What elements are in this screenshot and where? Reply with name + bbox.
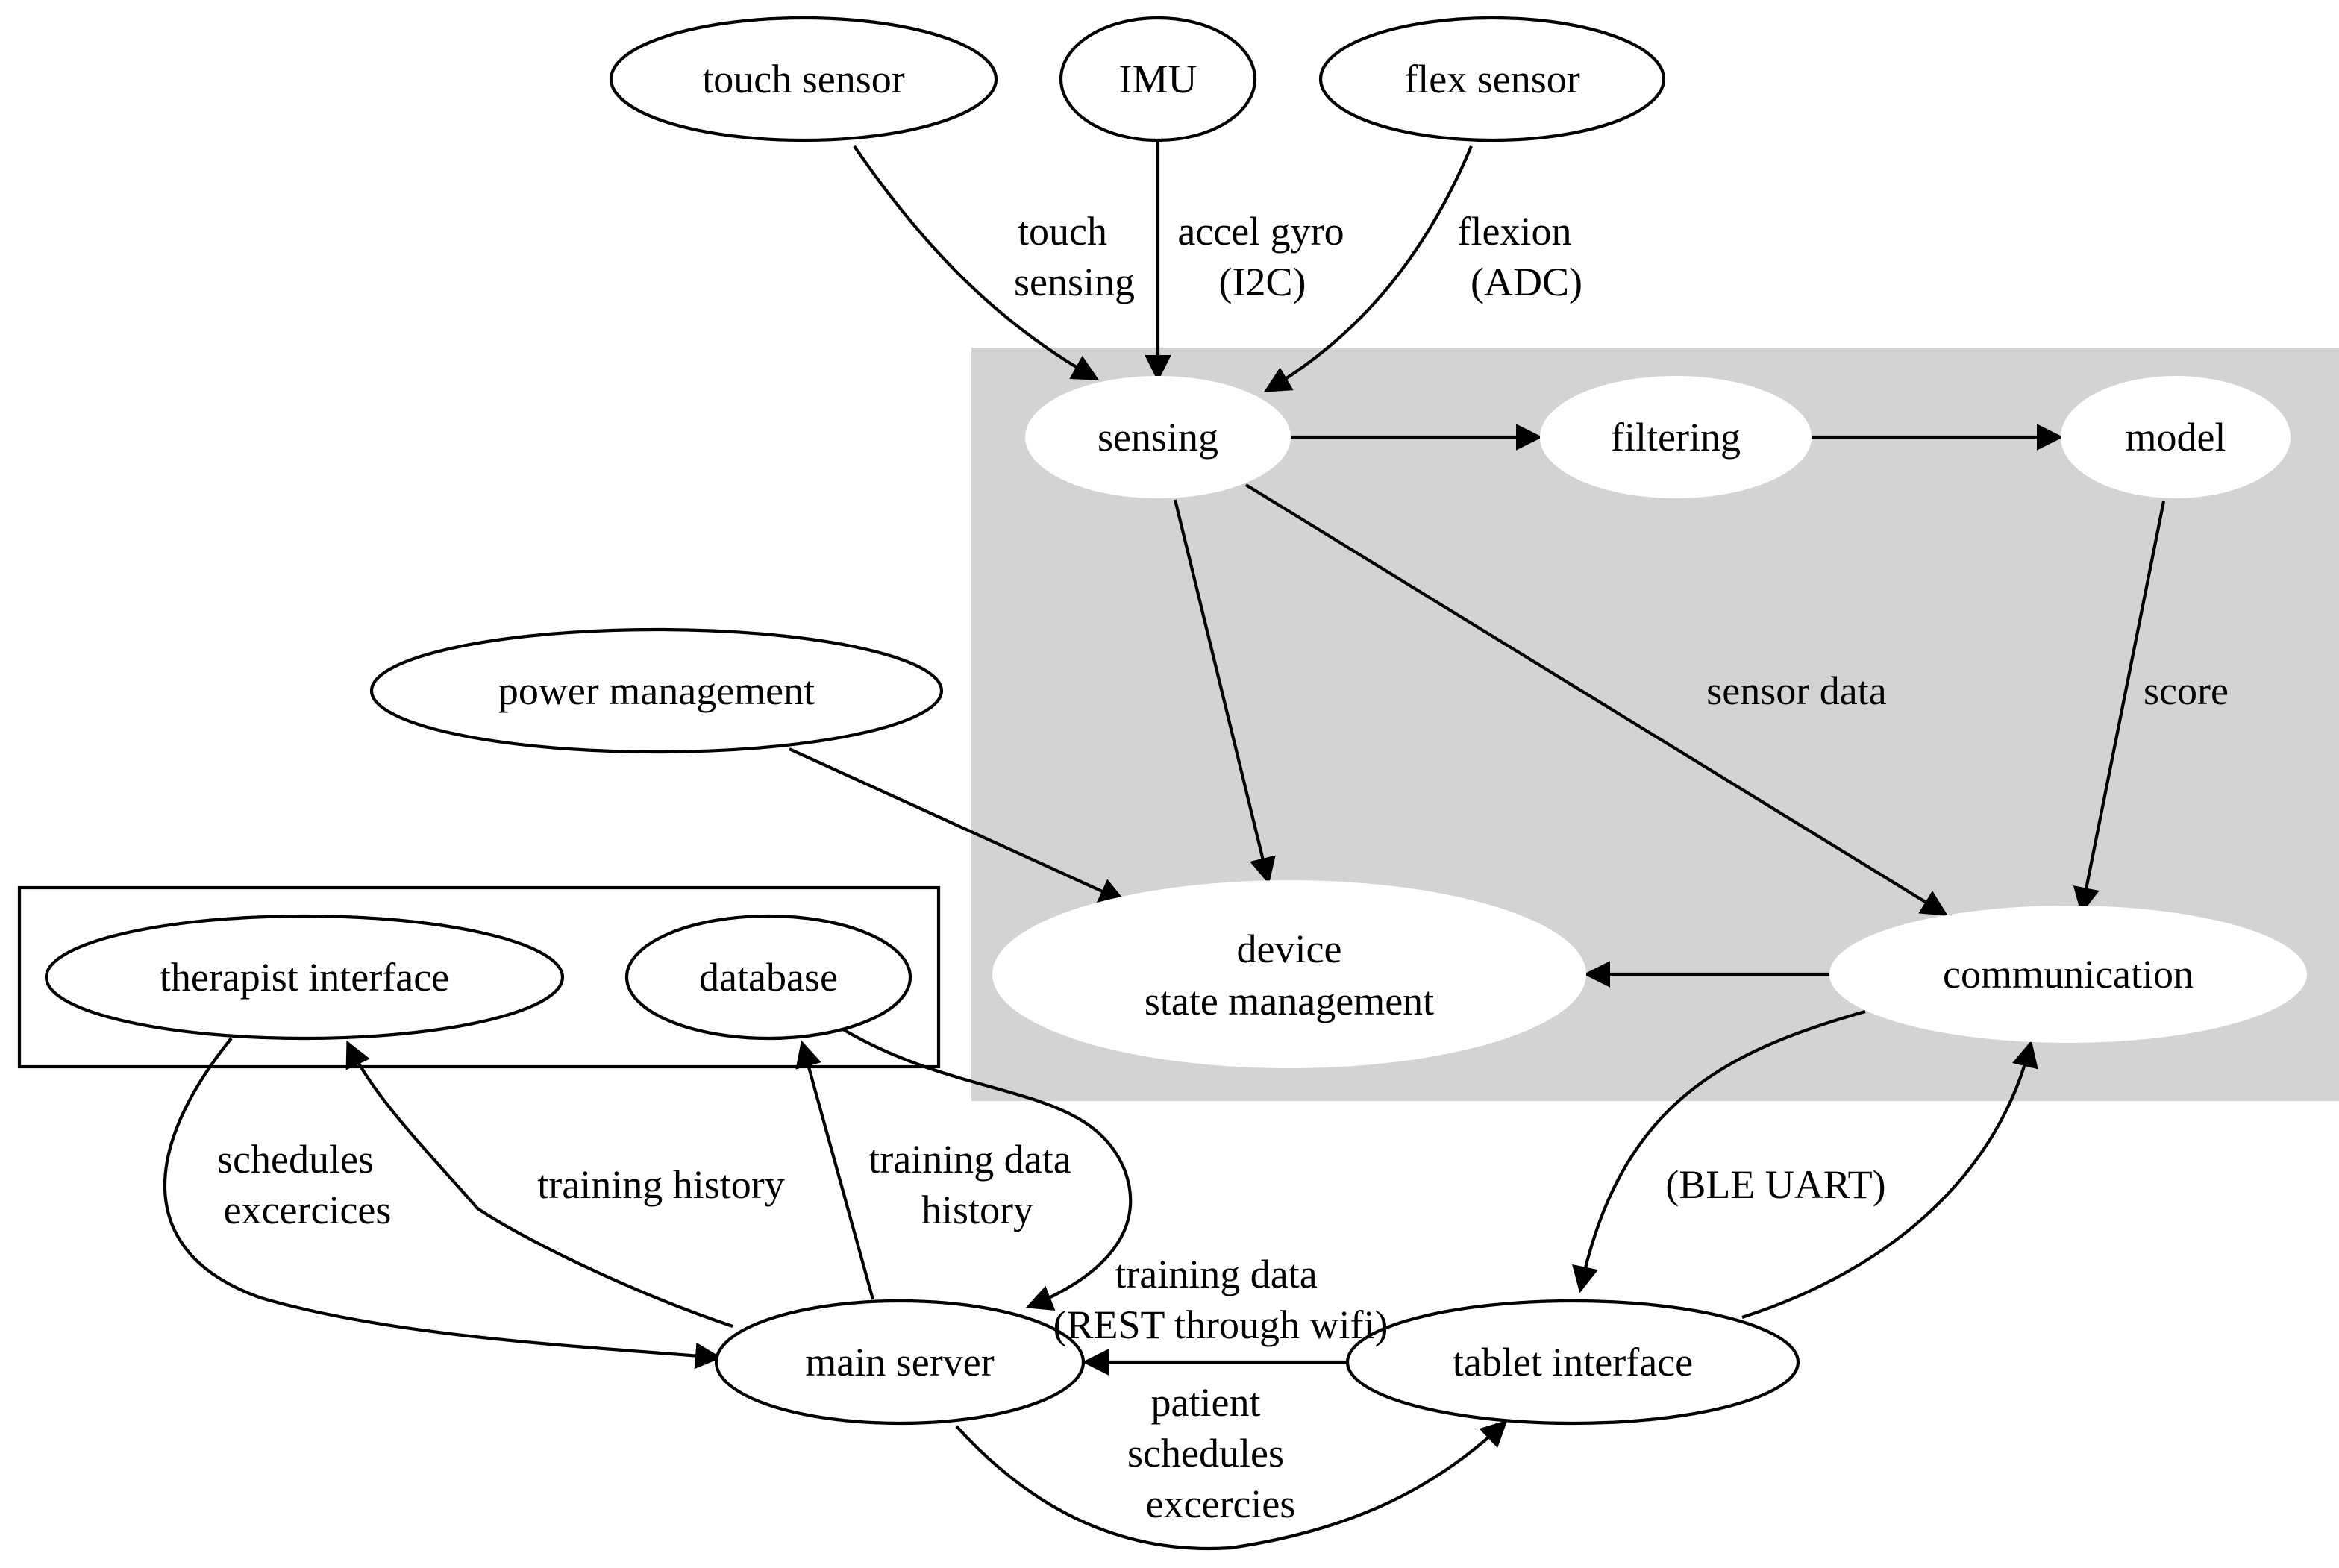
nodes: touch sensor IMU flex sensor sensing fil… bbox=[44, 16, 2307, 1426]
node-label: database bbox=[699, 955, 838, 1000]
node-label-line-2: state management bbox=[1145, 979, 1434, 1023]
edge-label-training-data-history-line-1: training data bbox=[868, 1137, 1071, 1182]
node-therapist-interface: therapist interface bbox=[44, 914, 565, 1041]
edge-communication-to-tablet-interface bbox=[1572, 1009, 1866, 1293]
node-imu: IMU bbox=[1059, 16, 1257, 142]
edge-labels: touch sensing accel gyro (I2C) flexion (… bbox=[217, 209, 2229, 1526]
edge-flex-sensor-to-sensing bbox=[1263, 145, 1473, 392]
node-label: model bbox=[2126, 415, 2226, 460]
edge-therapist-to-main-server bbox=[163, 1037, 722, 1370]
edge-label-ble-uart: (BLE UART) bbox=[1665, 1162, 1885, 1207]
node-model: model bbox=[2061, 376, 2291, 498]
node-label: touch sensor bbox=[702, 57, 904, 101]
edges bbox=[163, 140, 2166, 1551]
edge-sensing-to-device-state bbox=[1173, 499, 1276, 885]
edge-label-schedules-line-2: excercices bbox=[224, 1188, 392, 1232]
edge-label-training-history: training history bbox=[537, 1162, 784, 1207]
node-filtering: filtering bbox=[1540, 376, 1812, 498]
edge-label-schedules-line-1: schedules bbox=[217, 1137, 374, 1182]
edge-tablet-interface-to-communication bbox=[1741, 1040, 2038, 1319]
edge-label-flex-line-2: (ADC) bbox=[1471, 260, 1582, 304]
edge-label-patient-line-2: schedules bbox=[1127, 1431, 1284, 1476]
node-sensing: sensing bbox=[1025, 376, 1291, 498]
backend-cluster bbox=[17, 885, 941, 1069]
edge-label-rest-line-2: (REST through wifi) bbox=[1053, 1302, 1388, 1347]
node-label: flex sensor bbox=[1404, 57, 1579, 101]
node-flex-sensor: flex sensor bbox=[1318, 16, 1666, 142]
edge-main-server-to-therapist bbox=[345, 1040, 733, 1328]
edge-touch-sensor-to-sensing bbox=[853, 145, 1100, 380]
node-label: sensing bbox=[1098, 415, 1218, 460]
edge-main-server-to-tablet-interface bbox=[955, 1420, 1508, 1551]
edge-label-patient-line-3: excercies bbox=[1146, 1481, 1296, 1526]
node-label: IMU bbox=[1119, 57, 1197, 101]
node-label: main server bbox=[805, 1340, 994, 1384]
edge-database-to-main-server bbox=[842, 1028, 1133, 1311]
edge-label-imu-line-2: (I2C) bbox=[1219, 260, 1306, 304]
edge-label-rest-line-1: training data bbox=[1115, 1252, 1317, 1296]
edge-label-touch-line-2: sensing bbox=[1014, 260, 1135, 304]
node-label: therapist interface bbox=[160, 955, 449, 1000]
edge-label-sensor-data: sensor data bbox=[1706, 668, 1886, 713]
edge-label-touch-line-1: touch bbox=[1018, 209, 1107, 254]
node-label: filtering bbox=[1611, 415, 1741, 460]
node-label-line-1: device bbox=[1237, 926, 1342, 971]
node-device-state-management: device state management bbox=[992, 880, 1586, 1068]
edge-main-server-to-database bbox=[795, 1040, 875, 1300]
node-tablet-interface: tablet interface bbox=[1345, 1299, 1800, 1426]
edge-label-patient-line-1: patient bbox=[1151, 1380, 1261, 1425]
node-power-management: power management bbox=[369, 627, 944, 754]
edge-model-to-communication bbox=[2073, 501, 2166, 915]
edge-sensing-to-communication bbox=[1244, 483, 1949, 916]
node-database: database bbox=[624, 914, 912, 1041]
edge-label-training-data-history-line-2: history bbox=[921, 1188, 1033, 1232]
node-main-server: main server bbox=[714, 1299, 1086, 1426]
edge-label-imu-line-1: accel gyro bbox=[1177, 209, 1344, 254]
node-communication: communication bbox=[1829, 906, 2307, 1043]
node-touch-sensor: touch sensor bbox=[609, 16, 998, 142]
node-label: communication bbox=[1943, 952, 2194, 997]
edge-label-score: score bbox=[2144, 668, 2229, 713]
edge-power-management-to-device-state bbox=[789, 747, 1127, 903]
node-label: power management bbox=[498, 668, 815, 713]
edge-label-flex-line-1: flexion bbox=[1458, 209, 1572, 254]
node-label: tablet interface bbox=[1453, 1340, 1693, 1384]
